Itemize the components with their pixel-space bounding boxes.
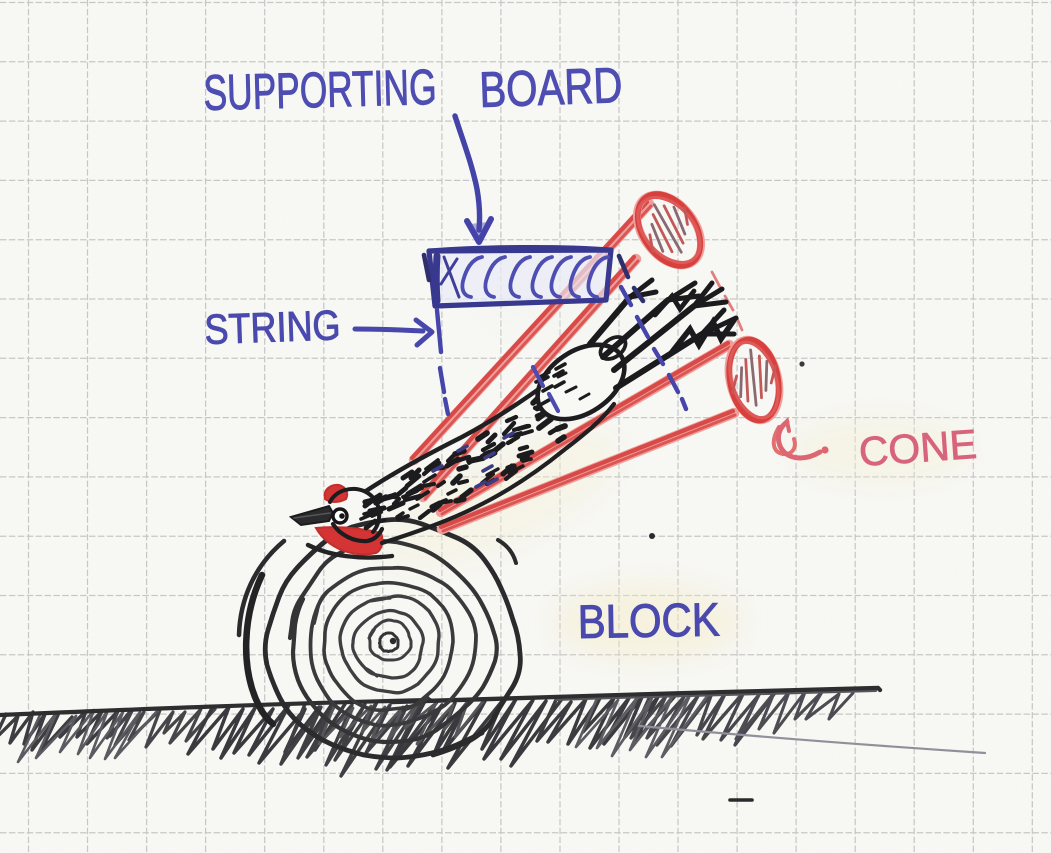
svg-text:BLOCK: BLOCK — [577, 593, 720, 648]
svg-text:BOARD: BOARD — [478, 57, 623, 118]
svg-text:CONE: CONE — [857, 421, 978, 475]
svg-text:SUPPORTING: SUPPORTING — [203, 59, 437, 121]
svg-text:STRING: STRING — [204, 301, 342, 353]
